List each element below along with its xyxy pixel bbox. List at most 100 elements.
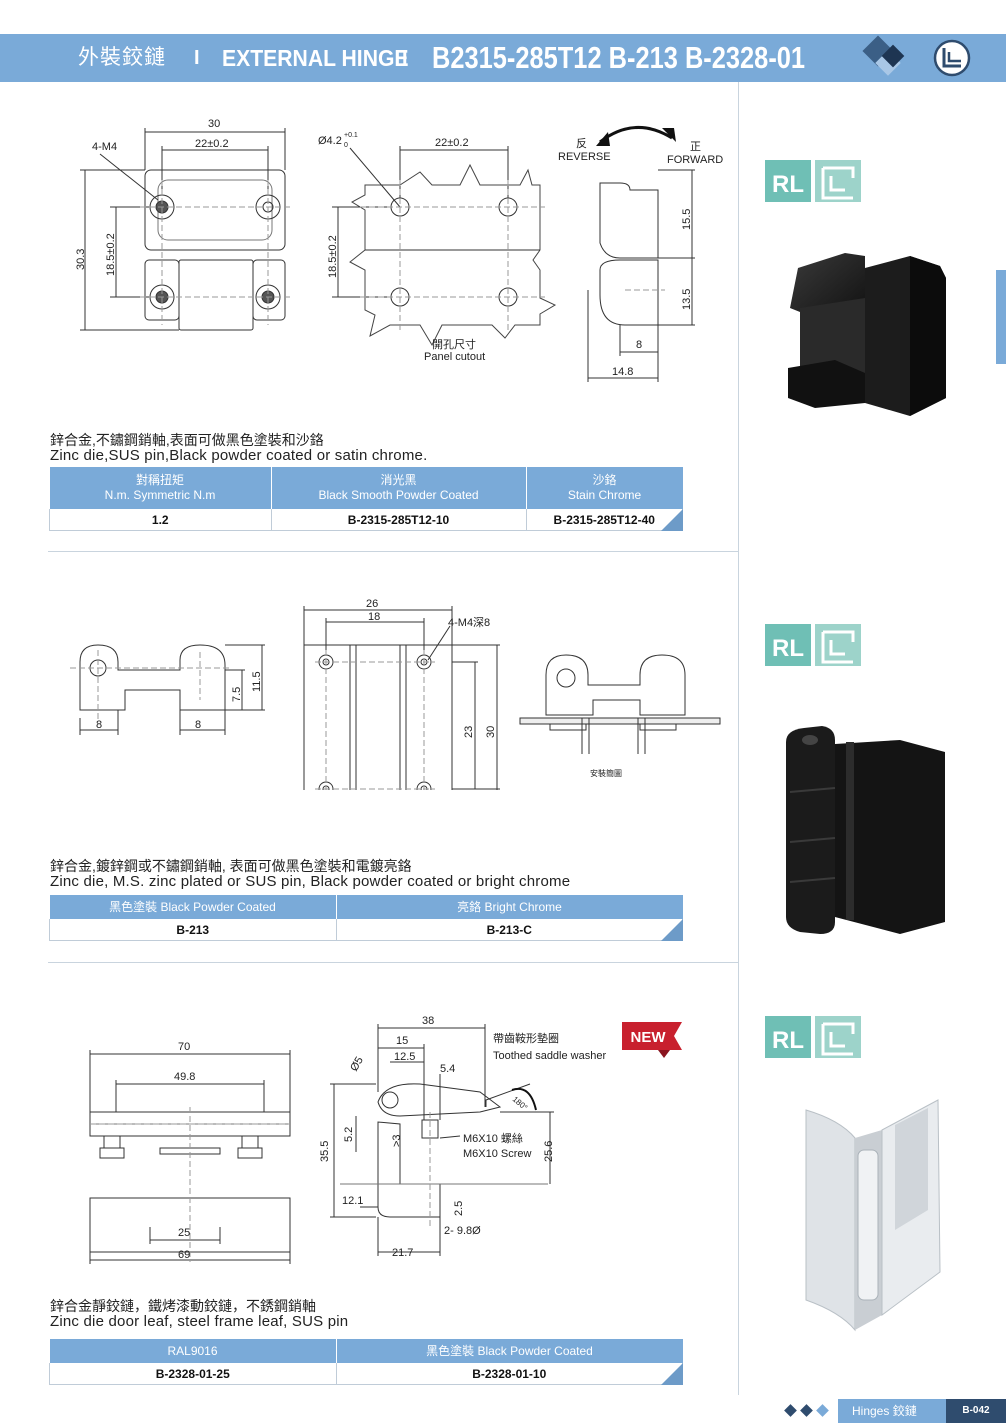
dim-label: >3 [391, 1134, 403, 1147]
side-tab [996, 270, 1006, 364]
product-photo-b213 [786, 726, 945, 934]
diamond-icon [816, 1404, 829, 1417]
page-header: 外裝鉸鏈 I EXTERNAL HINGE I B2315-285T12 B-2… [0, 34, 1006, 82]
dim-label: M6X10 螺絲 [463, 1131, 523, 1145]
section2-description: 鋅合金,鍍鋅鋼或不鏽鋼銷軸, 表面可做黑色塗裝和電鍍亮鉻 Zinc die, M… [50, 858, 570, 890]
header-codes: B2315-285T12 B-213 B-2328-01 [432, 40, 806, 75]
product-photo-b2328 [805, 1099, 941, 1332]
section2-table: 黑色塗裝 Black Powder Coated 亮鉻 Bright Chrom… [49, 895, 683, 941]
hinge-type-icon [821, 630, 855, 664]
header-ornament [862, 35, 971, 77]
dim-label: 18 [368, 611, 380, 623]
hinge-front-upper [144, 169, 286, 251]
diamond-icon [784, 1404, 797, 1417]
dim-label: 30 [208, 118, 220, 130]
dim-label: REVERSE [558, 151, 611, 163]
dim-label: 22±0.2 [435, 137, 469, 149]
hinge-type-icon [821, 166, 855, 200]
dim-label: 18.5±0.2 [105, 233, 117, 276]
section3-description: 鋅合金靜鉸鏈，鐵烤漆動鉸鏈，不銹鋼銷軸 Zinc die door leaf, … [50, 1298, 348, 1330]
page-number: B-042 [946, 1399, 1006, 1423]
dim-label: 180° [511, 1095, 529, 1113]
desc-cn: 鋅合金,鍍鋅鋼或不鏽鋼銷軸, 表面可做黑色塗裝和電鍍亮鉻 [50, 858, 412, 874]
dim-label: 69 [178, 1249, 190, 1261]
dim-label: 正 [690, 141, 701, 153]
section3-table: RAL9016 黑色塗裝 Black Powder Coated B-2328-… [49, 1339, 683, 1385]
table-header: RAL9016 [49, 1339, 337, 1363]
dim-label: Panel cutout [424, 351, 485, 363]
desc-cn: 鋅合金,不鏽鋼銷軸,表面可做黑色塗裝和沙鉻 [50, 432, 324, 448]
dim-label: FORWARD [667, 154, 723, 166]
footer-label: Hinges 鉸鏈 [852, 1404, 917, 1418]
rl-badge: RL [765, 1016, 861, 1058]
dim-label: 14.8 [612, 366, 633, 378]
dim-label: 11.5 [251, 671, 263, 692]
dim-label: 38 [422, 1015, 434, 1027]
dim-label: 22±0.2 [195, 138, 229, 150]
hinge-type-icon [821, 1022, 855, 1056]
table-cell: B-2328-01-25 [49, 1363, 337, 1385]
dim-label: 49.8 [174, 1071, 195, 1083]
table-cell: B-2315-285T12-40 [526, 509, 683, 531]
dim-label: 4-M4深8 [448, 616, 490, 629]
rl-label: RL [772, 171, 804, 198]
dim-label: 26 [366, 598, 378, 610]
desc-cn: 鋅合金靜鉸鏈，鐵烤漆動鉸鏈，不銹鋼銷軸 [50, 1298, 316, 1314]
header-separator: I [402, 47, 408, 69]
corner-triangle-icon [661, 1363, 683, 1385]
dim-label: 2- 9.8Ø [444, 1225, 481, 1237]
section1-drawing: 30 22±0.2 4-M4 30.3 18.5±0.2 Ø4.2 +0.1 0… [75, 118, 723, 382]
table-cell: B-2315-285T12-10 [271, 509, 527, 531]
rl-badge: RL [765, 624, 861, 666]
rl-label: RL [772, 1027, 804, 1054]
table-cell: B-213 [49, 919, 337, 941]
section1-description: 鋅合金,不鏽鋼銷軸,表面可做黑色塗裝和沙鉻 Zinc die,SUS pin,B… [50, 432, 427, 464]
dim-label: 12.5 [394, 1051, 415, 1063]
dim-label: Ø4.2 [318, 135, 342, 147]
table-cell: B-2328-01-10 [336, 1363, 683, 1385]
product-photo-b2315 [788, 253, 946, 416]
dim-label: 23 [463, 726, 475, 738]
rl-label: RL [772, 635, 804, 662]
dim-label: 帶齒鞍形墊圈 [493, 1031, 559, 1045]
dim-label: 5.4 [440, 1063, 455, 1075]
dim-label: Ø5 [348, 1055, 366, 1074]
dim-label: 7.5 [231, 687, 243, 702]
new-tag: NEW [622, 1022, 682, 1058]
dim-label: 30 [485, 726, 497, 738]
dim-label: M6X10 Screw [463, 1148, 532, 1160]
rl-badge: RL [765, 160, 861, 202]
dim-label: 4-M4 [92, 141, 117, 153]
new-label: NEW [631, 1029, 667, 1046]
dim-label: 30.3 [75, 249, 87, 270]
dim-label: Toothed saddle washer [493, 1050, 606, 1062]
table-header: 黑色塗裝 Black Powder Coated [336, 1339, 683, 1363]
dim-label: 8 [96, 719, 102, 731]
dim-label: 8 [195, 719, 201, 731]
table-cell: B-213-C [336, 919, 683, 941]
section-divider [48, 551, 738, 552]
header-title-en: EXTERNAL HINGE [222, 45, 409, 71]
desc-en: Zinc die, M.S. zinc plated or SUS pin, B… [50, 873, 571, 890]
dim-label: 18.5±0.2 [327, 235, 339, 278]
corner-triangle-icon [661, 509, 683, 531]
dim-label: 2.5 [453, 1201, 465, 1216]
dim-label: 8 [636, 339, 642, 351]
brand-logo-icon [933, 39, 971, 77]
section-divider [48, 962, 738, 963]
dim-label: 12.1 [342, 1195, 363, 1207]
dim-label: +0.1 [344, 132, 358, 139]
dim-label: 25 [178, 1227, 190, 1239]
table-header: 亮鉻 Bright Chrome [336, 895, 683, 919]
section2-drawing: 8 8 7.5 11.5 26 18 4-M4深8 23 30 安裝簡圖 [70, 598, 721, 790]
dim-label: 開孔尺寸 [432, 337, 476, 351]
dim-label: 13.5 [681, 289, 693, 310]
column-divider [738, 82, 739, 1395]
dim-label: 35.5 [319, 1141, 331, 1162]
dim-label: 0 [344, 142, 348, 149]
dim-label: 15.5 [681, 209, 693, 230]
